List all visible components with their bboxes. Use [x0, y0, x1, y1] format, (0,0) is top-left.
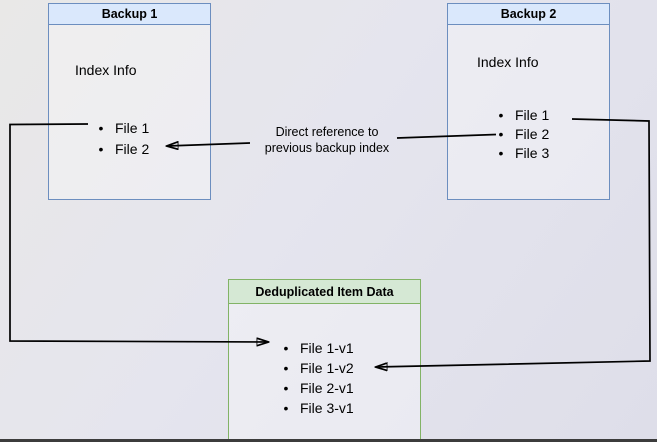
list-item: • File 1-v1: [279, 338, 354, 358]
file-label: File 1-v1: [300, 340, 354, 356]
node-backup-1-header: Backup 1: [49, 4, 210, 25]
list-item: • File 2-v1: [279, 378, 354, 398]
node-backup-2-file-list: • File 1 • File 2 • File 3: [494, 105, 550, 162]
edge-label-line1: Direct reference to: [275, 125, 379, 139]
file-label: File 1: [115, 119, 150, 136]
bullet-icon: •: [98, 140, 104, 157]
file-label: File 3: [515, 144, 550, 161]
list-item: • File 3: [494, 143, 550, 162]
bullet-icon: •: [283, 340, 289, 356]
node-backup-1-subtitle: Index Info: [75, 62, 137, 78]
window-bottom-edge: [0, 439, 657, 442]
node-backup-2-title: Backup 2: [500, 7, 557, 21]
list-item: • File 2: [494, 124, 550, 143]
file-label: File 1-v2: [300, 360, 354, 376]
bullet-icon: •: [498, 125, 504, 142]
node-backup-1-title: Backup 1: [101, 7, 158, 21]
list-item: • File 3-v1: [279, 398, 354, 418]
bullet-icon: •: [498, 106, 504, 123]
list-item: • File 1: [494, 105, 550, 124]
list-item: • File 1-v2: [279, 358, 354, 378]
file-label: File 3-v1: [300, 400, 354, 416]
node-dedup-header: Deduplicated Item Data: [229, 280, 420, 304]
list-item: • File 1: [94, 117, 150, 138]
node-backup-1-file-list: • File 1 • File 2: [94, 117, 150, 159]
node-backup-2-subtitle: Index Info: [477, 54, 539, 70]
file-label: File 2: [515, 125, 550, 142]
file-label: File 2-v1: [300, 380, 354, 396]
list-item: • File 2: [94, 138, 150, 159]
node-dedup-title: Deduplicated Item Data: [255, 284, 394, 299]
node-deduplicated-item-data: Deduplicated Item Data • File 1-v1 • Fil…: [228, 279, 421, 440]
node-dedup-file-list: • File 1-v1 • File 1-v2 • File 2-v1 • Fi…: [279, 338, 354, 418]
file-label: File 2: [115, 140, 150, 157]
node-backup-2: Backup 2 Index Info • File 1 • File 2 • …: [447, 3, 610, 200]
bullet-icon: •: [283, 380, 289, 396]
node-backup-2-header: Backup 2: [448, 4, 609, 25]
edge-label-direct-reference: Direct reference to previous backup inde…: [217, 125, 437, 156]
bullet-icon: •: [283, 400, 289, 416]
file-label: File 1: [515, 106, 550, 123]
bullet-icon: •: [498, 144, 504, 161]
bullet-icon: •: [98, 119, 104, 136]
bullet-icon: •: [283, 360, 289, 376]
node-backup-1: Backup 1 Index Info • File 1 • File 2: [48, 3, 211, 200]
edge-label-line2: previous backup index: [264, 140, 390, 155]
